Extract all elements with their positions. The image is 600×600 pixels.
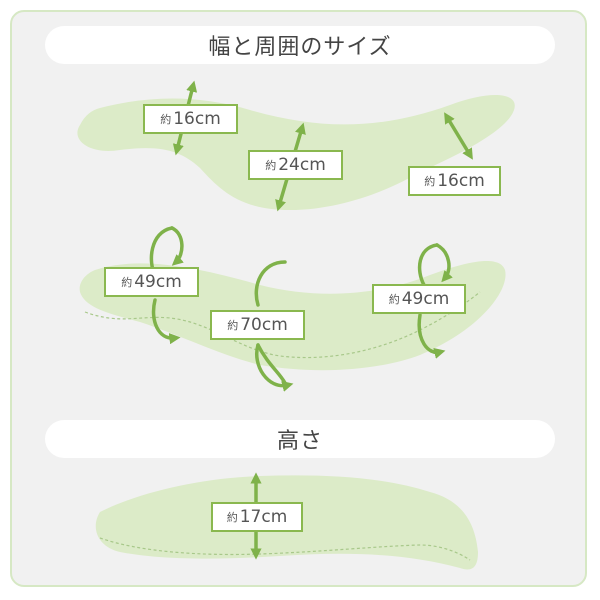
label-prefix: 約 <box>121 276 133 289</box>
height-section-header: 高さ <box>45 420 555 458</box>
label-value: 17cm <box>239 507 288 527</box>
label-value: 24cm <box>278 155 326 175</box>
circ-arrow-tail-top <box>435 243 453 283</box>
label-value: 49cm <box>134 272 182 292</box>
circ-arrow-mid <box>254 260 288 386</box>
label-value: 70cm <box>240 315 288 335</box>
label-prefix: 約 <box>424 175 436 188</box>
circ-arrow-head-top <box>170 226 184 266</box>
label-prefix: 約 <box>226 511 238 524</box>
circ-arrow-mid-bottom <box>256 343 288 387</box>
label-value: 16cm <box>437 171 485 191</box>
label-prefix: 約 <box>227 319 239 332</box>
width-arrow-tail <box>444 112 473 160</box>
pillow-perspective-seam <box>84 291 481 359</box>
label-value: 49cm <box>401 289 450 309</box>
label-prefix: 約 <box>160 113 172 126</box>
label-prefix: 約 <box>265 159 277 172</box>
height-section-title: 高さ <box>276 429 323 454</box>
label-prefix: 約 <box>388 293 400 306</box>
pillow-side-seam <box>99 537 471 561</box>
size-section-header: 幅と周囲のサイズ <box>45 26 555 64</box>
size-section-title: 幅と周囲のサイズ <box>208 35 392 60</box>
circ-arrow-tail <box>417 243 440 352</box>
label-value: 16cm <box>173 109 221 129</box>
